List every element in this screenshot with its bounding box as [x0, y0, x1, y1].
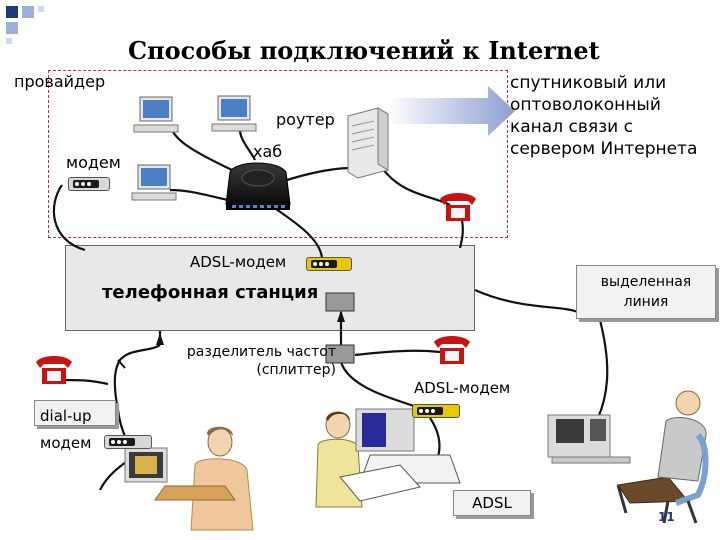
cable-modem-station	[52, 184, 86, 252]
phone-icon-2	[434, 336, 470, 364]
adsl-modem-icon-2	[412, 404, 460, 418]
modem-label: модем	[66, 153, 121, 172]
splitter-icon-station	[325, 292, 355, 312]
cable-phone-dialup	[61, 378, 109, 386]
splitter-label: разделитель частот (сплиттер)	[186, 344, 336, 378]
modem-icon	[68, 177, 110, 191]
server-icon	[347, 107, 389, 179]
adsl-callout: ADSL	[453, 490, 531, 516]
person-icon	[124, 426, 254, 531]
adsl-modem-client-label: ADSL-модем	[414, 379, 511, 397]
leased-line-callout: выделенная линия	[576, 265, 716, 319]
hub-icon	[225, 162, 291, 210]
provider-label: провайдер	[14, 72, 106, 91]
cable-splitter-phone	[354, 349, 441, 357]
cable-splitter-adsl	[339, 361, 426, 412]
cable-hub-adsl	[269, 204, 324, 259]
arrow-up-icon	[156, 333, 164, 345]
person-icon-3	[547, 390, 709, 524]
switch-icon	[117, 359, 126, 369]
adsl-modem-icon	[306, 257, 352, 271]
leased-line-label: выделенная линия	[600, 274, 692, 310]
modem-icon-2	[104, 435, 152, 449]
dialup-callout	[34, 400, 116, 426]
cable-station-leased	[474, 288, 579, 314]
cable-server-phone	[379, 164, 451, 206]
cable-leased-computer	[596, 319, 609, 419]
arrow-right-icon	[388, 86, 515, 136]
cable-dialup-line	[113, 344, 161, 411]
phone-icon-3	[36, 356, 72, 384]
computer-icon-3	[131, 164, 177, 201]
hub-label: хаб	[253, 142, 283, 161]
arrow-up-icon-2	[337, 310, 345, 322]
cable-pc2-hub	[238, 129, 256, 161]
person-icon-2	[315, 408, 461, 508]
router-label: роутер	[276, 110, 335, 129]
cable-phone-station	[458, 219, 464, 249]
provider-area	[48, 70, 508, 238]
page-number: 11	[658, 510, 675, 524]
computer-icon-2	[211, 95, 257, 132]
computer-icon	[133, 96, 179, 133]
cable-pc1-hub	[168, 125, 233, 171]
adsl-label: ADSL	[472, 494, 512, 512]
phone-icon	[440, 193, 476, 221]
cable-pc3-hub	[169, 188, 229, 202]
telephone-station-box	[65, 245, 475, 331]
dialup-modem-label: dial-up модем	[40, 407, 92, 452]
adsl-modem-station-label: ADSL-модем	[190, 253, 287, 271]
page-title: Способы подключений к Internet	[128, 36, 600, 65]
splitter-icon	[325, 344, 355, 364]
satellite-label: спутниковый или оптоволоконный канал свя…	[510, 73, 698, 159]
telephone-station-label: телефонная станция	[102, 282, 319, 303]
